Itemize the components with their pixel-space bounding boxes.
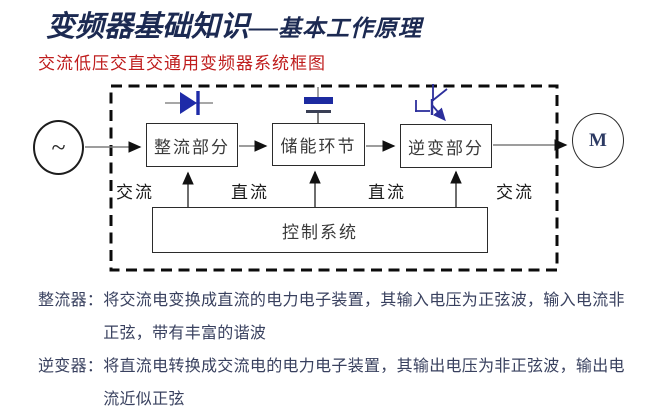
block-rectifier: 整流部分 xyxy=(146,123,238,167)
motor-icon: M xyxy=(572,113,624,168)
note-rectifier-definition: 整流器： 将交流电变换成直流的电力电子装置，其输入电压为正弦波，输入电流非 正弦… xyxy=(38,284,650,350)
flow-label-dc-link-1: 直流 xyxy=(231,183,269,202)
note-body: 将交流电变换成直流的电力电子装置，其输入电压为正弦波，输入电流非 正弦，带有丰富… xyxy=(103,284,625,350)
diagram-caption: 交流低压交直交通用变频器系统框图 xyxy=(38,54,326,73)
note-line: 正弦，带有丰富的谐波 xyxy=(103,325,267,342)
page-title-sub: 基本工作原理 xyxy=(278,16,423,41)
note-line: 将交流电变换成直流的电力电子装置，其输入电压为正弦波，输入电流非 xyxy=(103,292,625,309)
note-term: 逆变器： xyxy=(38,358,104,375)
block-energy-storage: 储能环节 xyxy=(272,123,365,166)
note-inverter-definition: 逆变器： 将直流电转换成交流电的电力电子装置，其输出电压为非正弦波，输出电 流近… xyxy=(38,350,650,415)
igbt-icon xyxy=(415,84,448,122)
note-line: 将直流电转换成交流电的电力电子装置，其输出电压为非正弦波，输出电 xyxy=(103,358,625,375)
note-term: 整流器： xyxy=(38,292,104,309)
capacitor-icon xyxy=(304,87,333,123)
note-line: 流近似正弦 xyxy=(103,391,185,408)
block-control-system: 控制系统 xyxy=(152,207,488,253)
control-signal-arrows xyxy=(182,170,462,207)
diode-icon xyxy=(165,91,213,115)
flow-label-ac-output: 交流 xyxy=(496,183,534,202)
block-inverter: 逆变部分 xyxy=(400,124,492,168)
page-title: 变频器基础知识—基本工作原理 xyxy=(46,8,422,51)
note-body: 将直流电转换成交流电的电力电子装置，其输出电压为非正弦波，输出电 流近似正弦 xyxy=(103,350,625,415)
ac-source-symbol: ~ xyxy=(51,132,66,162)
flow-label-dc-link-2: 直流 xyxy=(368,183,406,202)
power-flow-arrows xyxy=(85,139,568,153)
flow-label-ac-input: 交流 xyxy=(116,183,154,202)
ac-source-icon: ~ xyxy=(33,120,84,175)
page-title-main: 变频器基础知识— xyxy=(46,11,279,43)
motor-label: M xyxy=(589,129,607,151)
